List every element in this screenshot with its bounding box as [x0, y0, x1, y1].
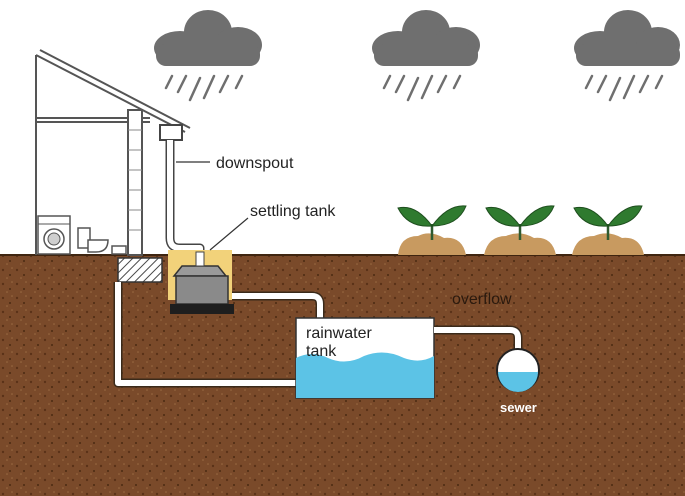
settling-tank [168, 250, 234, 314]
sewer-label: sewer [500, 400, 537, 415]
sewer [496, 348, 540, 392]
downspout-label: downspout [216, 155, 294, 172]
washing-machine-icon [37, 215, 71, 255]
settling-tank-label: settling tank [250, 203, 336, 220]
settling-tank-leader-line [209, 217, 249, 251]
rain-cloud-icon [372, 10, 480, 102]
downspout-pipe [165, 140, 205, 256]
gutter [159, 124, 183, 141]
inlet-pipe [232, 291, 325, 318]
overflow-pipe [434, 325, 523, 352]
rainwater-tank-label-line2: tank [306, 343, 337, 360]
house [35, 49, 191, 256]
seedling-icon [572, 205, 644, 255]
toilet-icon [77, 227, 127, 255]
seedling-icon [484, 205, 556, 255]
rainwater-tank [295, 317, 435, 399]
seedling-icon [397, 205, 467, 255]
supply-pipe [113, 282, 300, 388]
rainwater-tank-label-line1: rainwater [306, 325, 372, 342]
rain-cloud-icon [154, 10, 262, 102]
tank-water [296, 352, 434, 398]
foundation [117, 257, 163, 283]
rain-cloud-icon [574, 10, 680, 102]
overflow-label: overflow [452, 291, 512, 308]
